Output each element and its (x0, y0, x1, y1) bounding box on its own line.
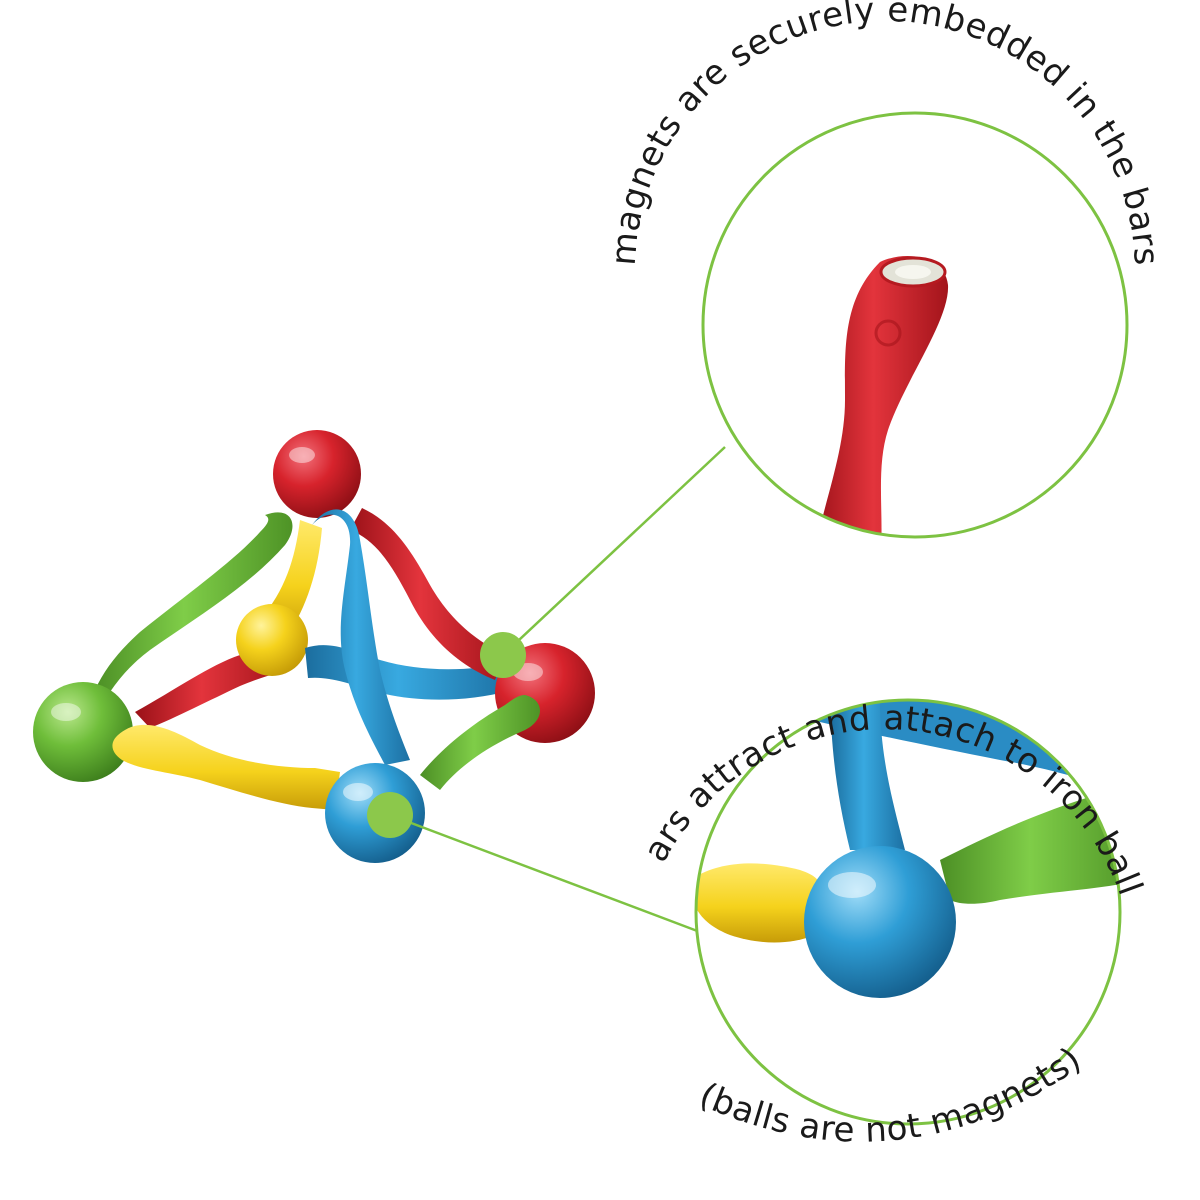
green-ball-left (33, 682, 133, 782)
callout-lines (367, 446, 726, 934)
blue-bar-front (312, 509, 410, 765)
callout-line-bottom (389, 813, 701, 934)
marker-dot-top (480, 632, 526, 678)
zoom-circle-top (701, 111, 1129, 539)
marker-dot-bottom (367, 792, 413, 838)
yellow-bar-bottom (112, 724, 340, 810)
green-bar-left (95, 512, 293, 695)
green-bar-right (420, 695, 540, 790)
zoom-red-bar-end (812, 256, 949, 537)
red-bar-right (350, 508, 505, 680)
red-ball-top (273, 430, 361, 518)
callout-line-top (502, 446, 726, 656)
red-bar-back (135, 649, 283, 728)
yellow-ball-inner (236, 604, 308, 676)
